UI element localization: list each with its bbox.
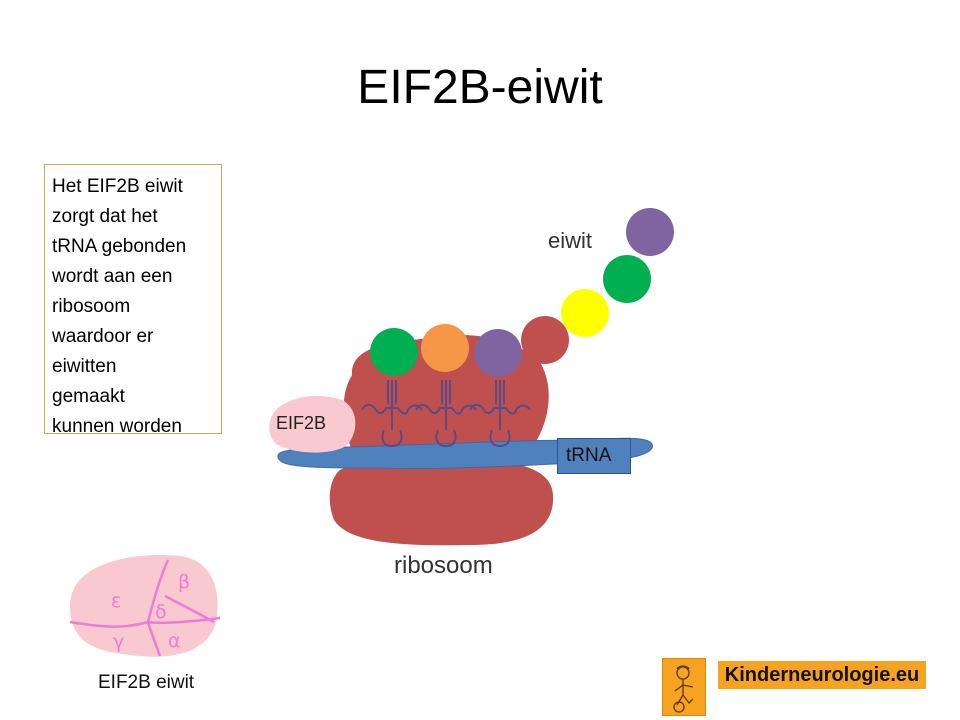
trna-molecule (469, 380, 531, 448)
info-line: gemaakt (52, 386, 125, 407)
subunit-beta: β (178, 571, 190, 593)
amino-acid (474, 329, 522, 377)
info-line: Het EIF2B eiwit (52, 176, 183, 197)
slide-title: EIF2B-eiwit (357, 61, 603, 114)
info-line: kunnen worden (52, 416, 182, 437)
subunit-epsilon: ε (111, 590, 121, 612)
ribosoom-label: ribosoom (394, 552, 493, 579)
legend-caption: EIF2B eiwit (98, 672, 195, 693)
info-line: wordt aan een (52, 266, 173, 287)
info-line: tRNA gebonden (52, 236, 187, 257)
eiwit-label: eiwit (548, 228, 593, 253)
amino-acid (421, 324, 469, 372)
trna-molecule (415, 380, 477, 448)
ribosome-small-subunit (329, 459, 554, 546)
eif2b-legend-blob (70, 555, 218, 657)
eif2b-blob (269, 395, 356, 453)
site-logo[interactable]: Kinderneurologie.eu (718, 661, 926, 689)
trna-label: tRNA (557, 438, 631, 474)
info-line: zorgt dat het (52, 206, 158, 227)
subunit-divider-lines (69, 559, 221, 657)
subunit-gamma: γ (113, 631, 124, 653)
info-text-box: Het EIF2B eiwit zorgt dat het tRNA gebon… (44, 164, 222, 437)
info-line: eiwitten (52, 356, 117, 377)
amino-acid (521, 316, 569, 364)
child-drawing-icon (662, 658, 706, 716)
subunit-alpha: α (168, 630, 181, 652)
amino-acid (603, 255, 651, 303)
amino-acid (370, 328, 418, 376)
amino-acid (561, 289, 609, 337)
info-line: ribosoom (52, 296, 131, 317)
amino-acid (626, 208, 674, 256)
trna-molecule (361, 380, 423, 448)
subunit-delta: δ (155, 601, 167, 623)
info-line: waardoor er (52, 326, 154, 347)
eif2b-label: EIF2B (276, 413, 327, 433)
